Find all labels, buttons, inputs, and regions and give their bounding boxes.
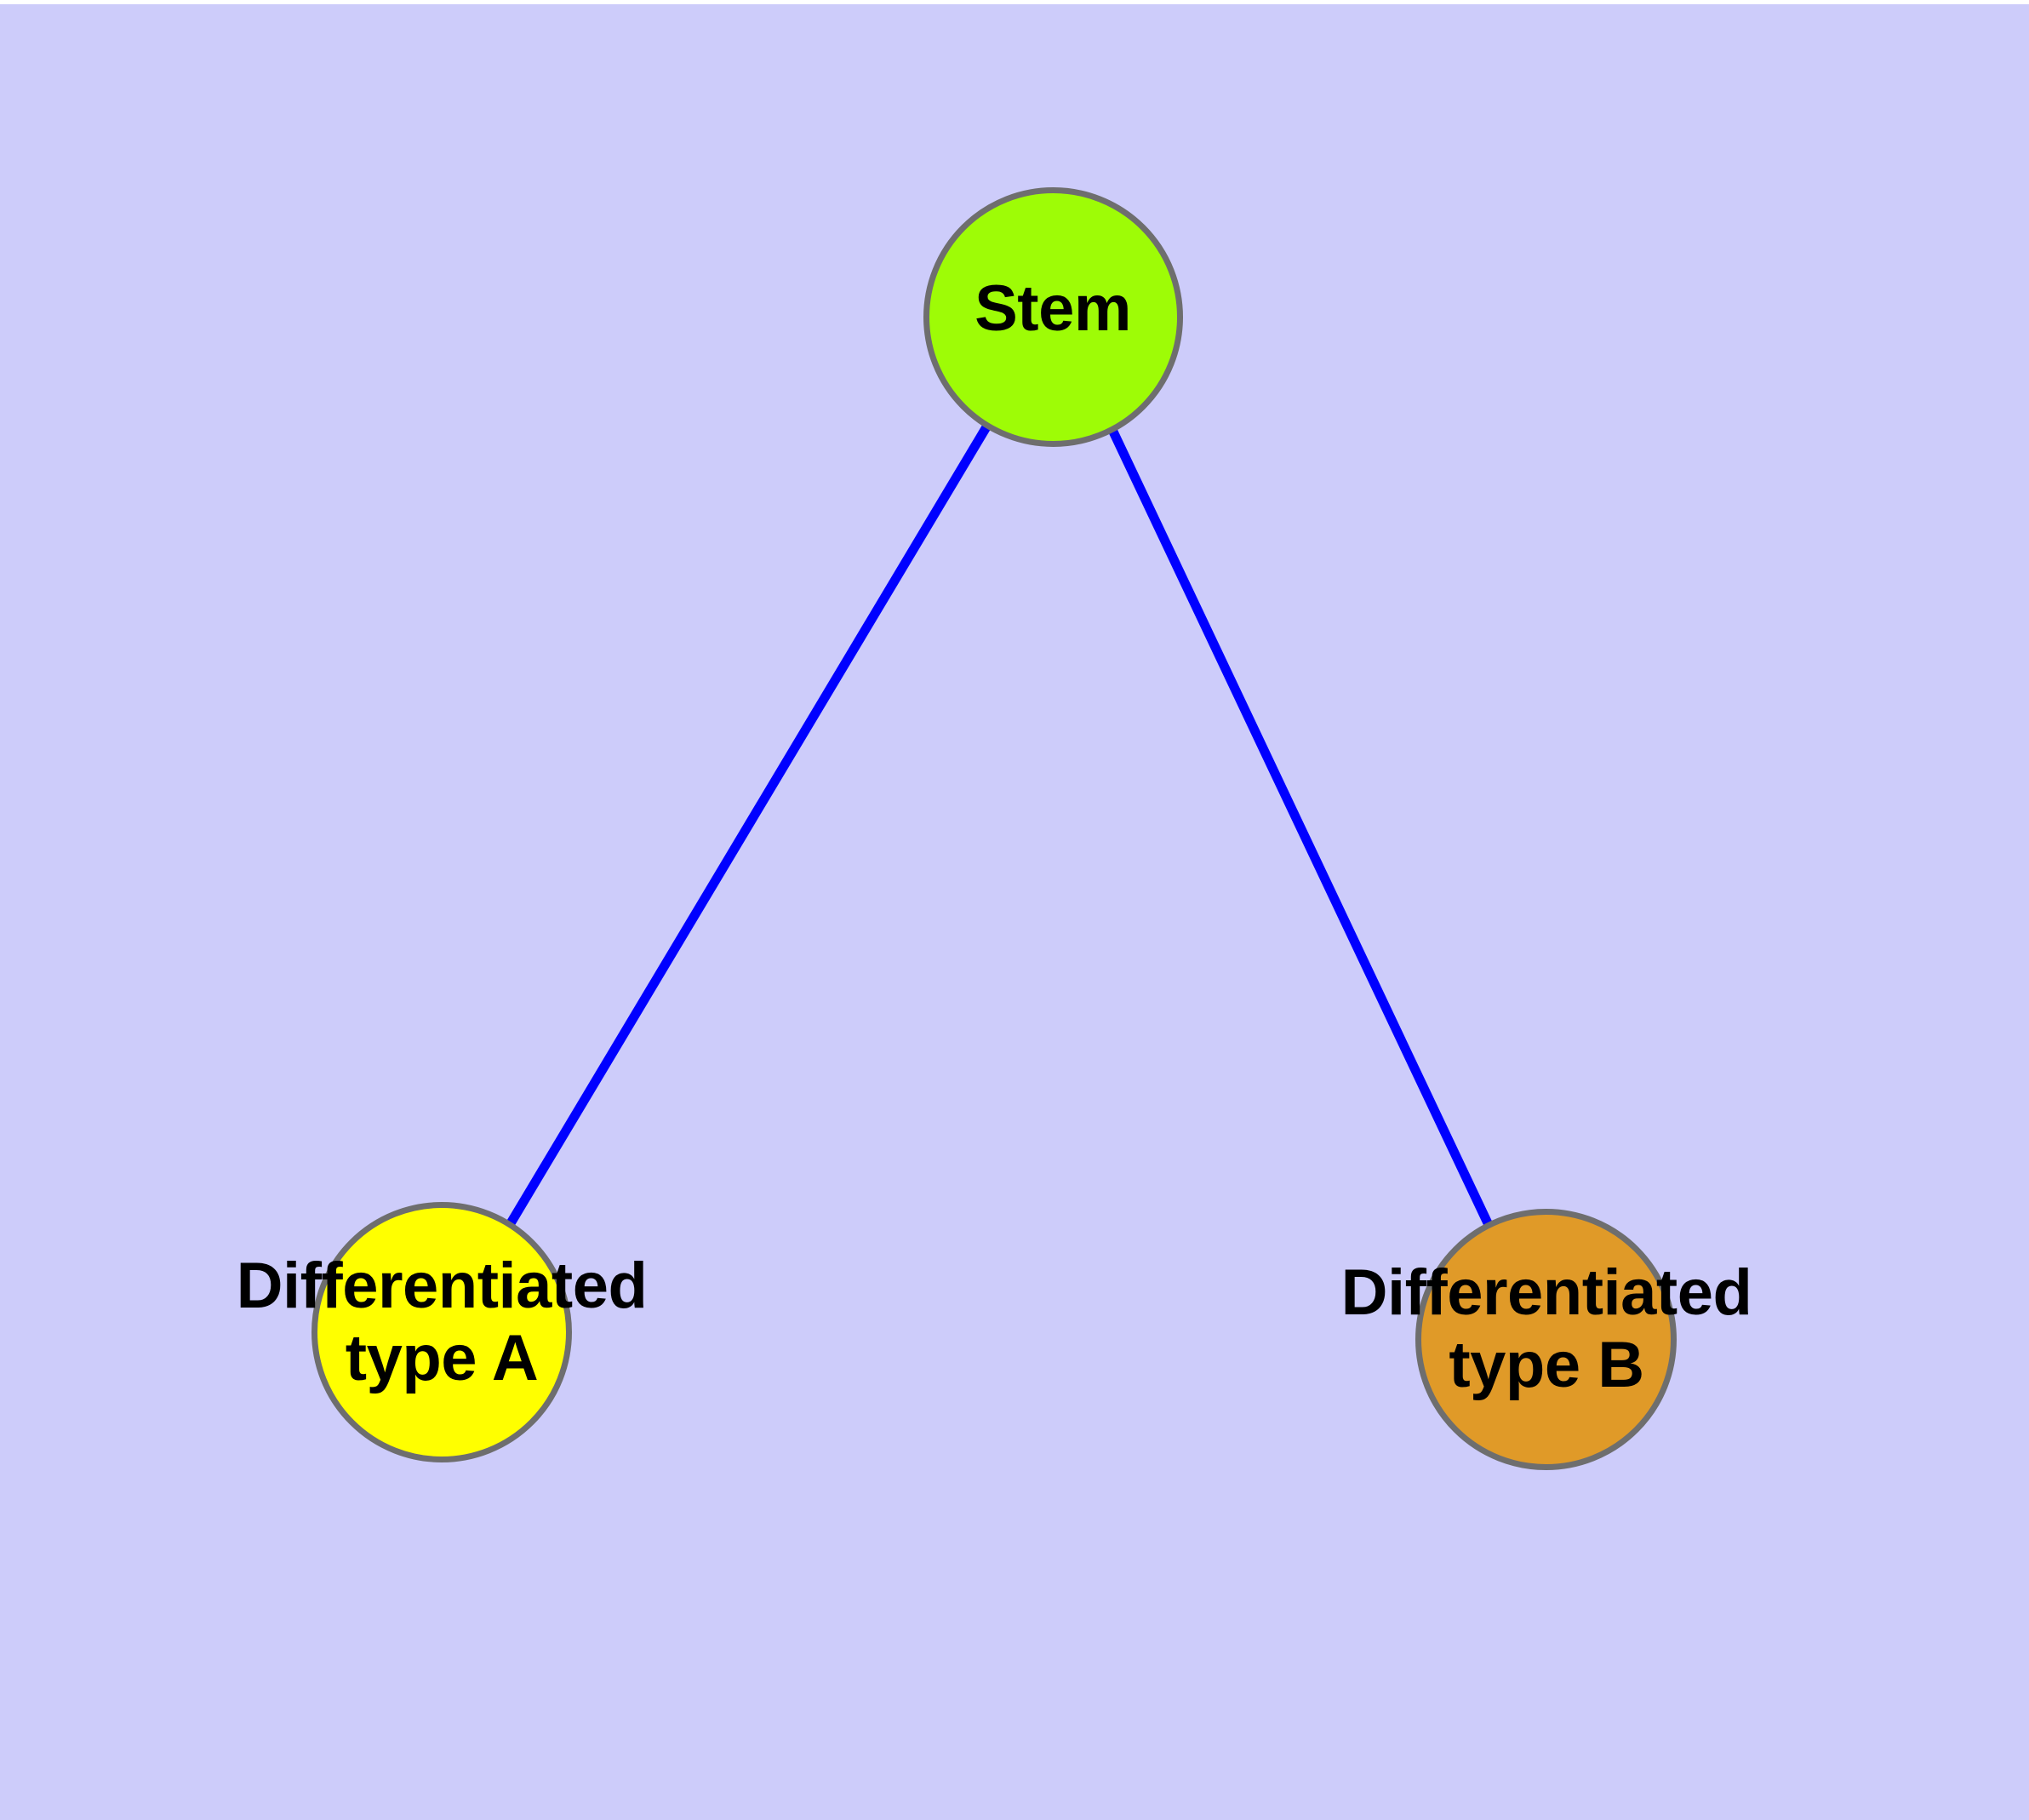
edge-stem-to-differentiated-a (506, 423, 992, 1226)
edge-stem-to-differentiated-b (1109, 429, 1494, 1229)
node-differentiated-type-a[interactable] (311, 1202, 572, 1462)
node-stem[interactable] (923, 187, 1183, 447)
canvas-top-margin (0, 0, 2029, 4)
node-differentiated-type-b[interactable] (1415, 1209, 1677, 1470)
